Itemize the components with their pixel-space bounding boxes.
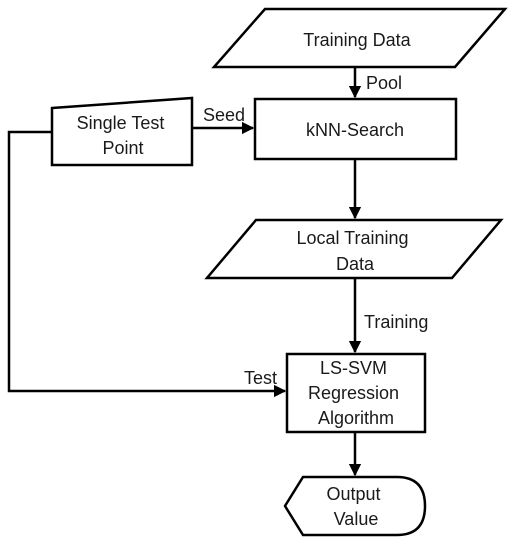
output-value-line-2: Value (334, 509, 379, 529)
single-test-point-label: Single Test Point (77, 113, 170, 158)
output-value-shape (283, 475, 427, 537)
node-output-value: Output Value (283, 475, 427, 537)
lssvm-line-2: Regression (308, 383, 399, 403)
lssvm-label: LS-SVM Regression Algorithm (308, 358, 404, 428)
edge-label-pool: Pool (366, 73, 402, 93)
edge-test-point-to-lssvm (7, 130, 287, 398)
edge-label-test: Test (244, 368, 277, 388)
training-data-line-1: Training Data (303, 30, 411, 50)
training-data-label: Training Data (303, 30, 411, 50)
single-test-point-shape (50, 96, 194, 167)
single-test-point-line-1: Single Test (77, 113, 165, 133)
lssvm-line-1: LS-SVM (320, 358, 387, 378)
node-knn-search: kNN-Search (253, 97, 458, 161)
local-training-data-shape (204, 218, 504, 280)
local-training-data-label: Local Training Data (296, 228, 413, 274)
node-training-data: Training Data (211, 7, 508, 69)
edge-label-training: Training (364, 312, 428, 332)
edge-label-seed: Seed (203, 105, 245, 125)
knn-search-line-1: kNN-Search (306, 120, 404, 140)
node-single-test-point: Single Test Point (50, 96, 194, 167)
training-data-shape (211, 7, 508, 69)
single-test-point-line-2: Point (102, 138, 143, 158)
lssvm-line-3: Algorithm (318, 408, 394, 428)
local-training-data-line-2: Data (336, 254, 375, 274)
knn-search-label: kNN-Search (306, 120, 404, 140)
output-value-label: Output Value (326, 484, 385, 529)
node-local-training-data: Local Training Data (204, 218, 504, 280)
local-training-data-line-1: Local Training (296, 228, 408, 248)
node-lssvm: LS-SVM Regression Algorithm (285, 352, 427, 434)
output-value-line-1: Output (326, 484, 380, 504)
